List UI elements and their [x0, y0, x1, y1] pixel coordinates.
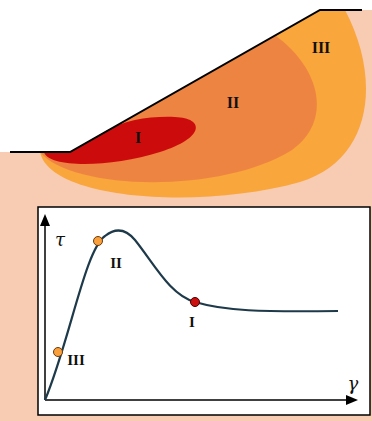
zone-outline	[42, 112, 207, 170]
zone-label: I	[135, 130, 141, 146]
failure-zone: III	[40, 34, 332, 192]
state-point	[94, 237, 103, 246]
x-axis	[45, 399, 350, 401]
axis-label: γ	[348, 375, 359, 393]
y-axis	[44, 222, 46, 400]
axis-label: τ	[55, 231, 65, 249]
zone-fill	[40, 36, 317, 182]
stress-strain-curve	[45, 230, 338, 400]
failure-zone: IIIIII	[38, 8, 372, 208]
state-point	[191, 298, 200, 307]
axis-arrow	[346, 395, 358, 405]
zone-label: III	[312, 40, 331, 56]
failure-zone: I	[42, 112, 207, 170]
zone-fill	[40, 10, 366, 197]
zone-outline	[40, 34, 332, 192]
chart-frame	[38, 207, 370, 415]
point-label: III	[67, 353, 85, 368]
point-label: II	[110, 256, 122, 271]
ground-surface	[10, 10, 362, 152]
axis-arrow	[40, 214, 50, 226]
soil-fill	[0, 10, 372, 421]
point-label: I	[189, 315, 195, 330]
state-point	[54, 348, 63, 357]
zone-label: II	[227, 95, 239, 111]
